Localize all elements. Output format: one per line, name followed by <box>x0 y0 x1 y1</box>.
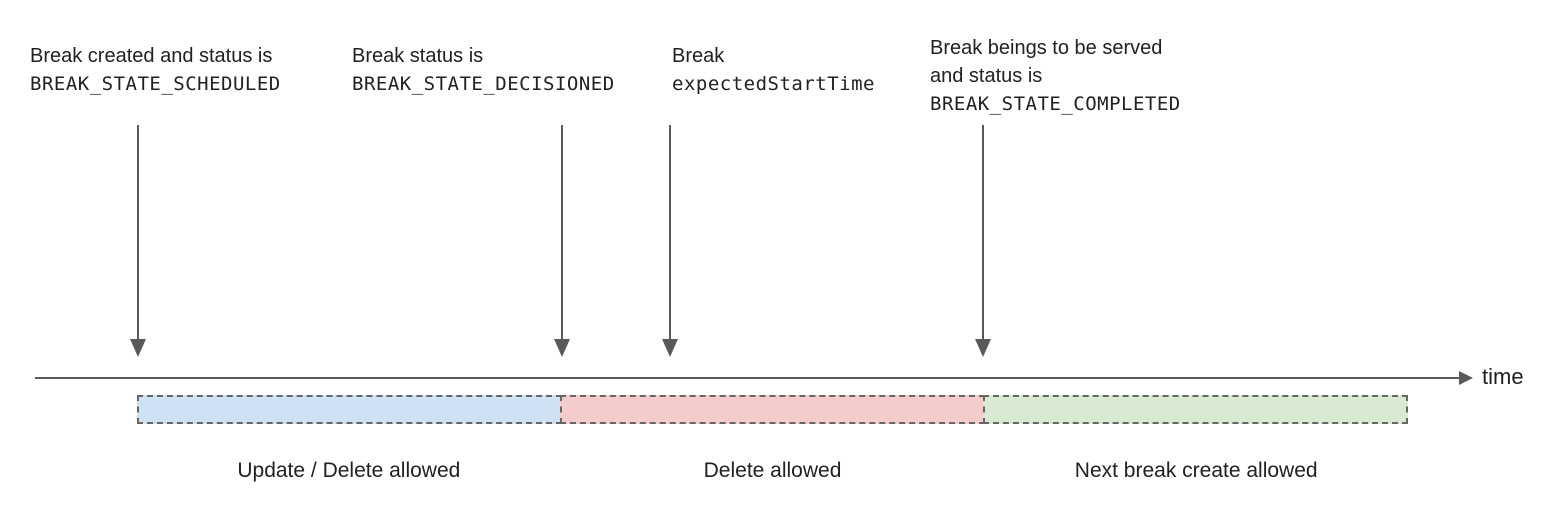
annotation-expected-start-text: Break <box>672 45 725 67</box>
annotation-completed: Break beings to be served and status is … <box>930 34 1181 118</box>
annotation-completed-text-line1: Break beings to be served <box>930 37 1163 59</box>
annotation-expected-start: Break expectedStartTime <box>672 42 875 98</box>
down-arrowhead-icon <box>975 339 991 357</box>
down-arrowhead-icon <box>662 339 678 357</box>
phase-labels-row: Update / Delete allowed Delete allowed N… <box>137 459 1408 483</box>
time-axis-label: time <box>1482 364 1524 389</box>
arrow-shaft <box>669 125 671 339</box>
down-arrow-expected-start <box>662 125 678 357</box>
arrow-shaft <box>982 125 984 339</box>
arrow-shaft <box>561 125 563 339</box>
down-arrow-decisioned <box>554 125 570 357</box>
annotation-decisioned-code: BREAK_STATE_DECISIONED <box>352 73 615 95</box>
phase-label-update-delete-allowed: Update / Delete allowed <box>237 459 461 482</box>
annotation-decisioned: Break status is BREAK_STATE_DECISIONED <box>352 42 615 98</box>
right-arrowhead-icon <box>1459 371 1473 385</box>
phase-label-delete-allowed: Delete allowed <box>703 459 842 482</box>
annotation-scheduled: Break created and status is BREAK_STATE_… <box>30 42 281 98</box>
annotation-scheduled-text: Break created and status is <box>30 45 273 67</box>
annotation-completed-text-line2: and status is <box>930 65 1043 87</box>
phase-label-next-break-create-allowed: Next break create allowed <box>1074 459 1318 482</box>
annotation-expected-start-code: expectedStartTime <box>672 73 875 95</box>
phase-segment-delete-allowed <box>560 395 985 424</box>
down-arrowhead-icon <box>554 339 570 357</box>
annotation-completed-code: BREAK_STATE_COMPLETED <box>930 93 1181 115</box>
down-arrow-completed <box>975 125 991 357</box>
annotation-scheduled-code: BREAK_STATE_SCHEDULED <box>30 73 281 95</box>
down-arrowhead-icon <box>130 339 146 357</box>
time-axis-line <box>35 377 1461 379</box>
phase-bar <box>137 395 1408 424</box>
annotation-decisioned-text: Break status is <box>352 45 484 67</box>
phase-segment-next-break-create-allowed <box>983 395 1408 424</box>
arrow-shaft <box>137 125 139 339</box>
phase-segment-update-delete-allowed <box>137 395 562 424</box>
down-arrow-scheduled <box>130 125 146 357</box>
